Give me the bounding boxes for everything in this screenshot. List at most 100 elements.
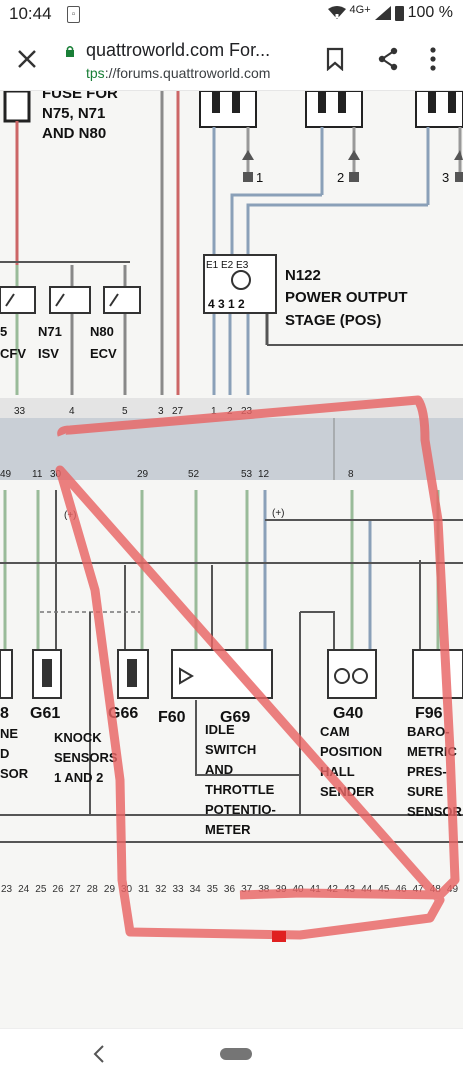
valve-a-desc: CFV bbox=[0, 346, 26, 361]
bottom-pin-number: 37 bbox=[241, 884, 253, 895]
status-icons: 4G+ 100 % bbox=[327, 4, 453, 22]
g69-desc-3: AND bbox=[205, 762, 233, 777]
knock-label-line1: KNOCK bbox=[54, 730, 102, 745]
back-icon[interactable] bbox=[92, 1044, 106, 1064]
svg-text:53: 53 bbox=[241, 469, 253, 480]
svg-text:33: 33 bbox=[14, 406, 26, 417]
n122-pins-top: E1 E2 E3 bbox=[206, 260, 249, 271]
bottom-pin-number: 46 bbox=[395, 884, 407, 895]
f60-label: F60 bbox=[158, 709, 186, 726]
n122-desc-line1: POWER OUTPUT bbox=[285, 289, 408, 306]
status-time: 10:44 bbox=[9, 4, 52, 23]
f96-label: F96 bbox=[415, 705, 443, 722]
g69-desc-5: POTENTIO- bbox=[205, 802, 276, 817]
valve-a-code: 5 bbox=[0, 324, 7, 339]
svg-text:29: 29 bbox=[137, 469, 149, 480]
svg-text:52: 52 bbox=[188, 469, 200, 480]
bottom-pin-number: 28 bbox=[87, 884, 99, 895]
bottom-pin-number: 34 bbox=[190, 884, 202, 895]
url-domain: ://forums.quattroworld.com bbox=[104, 65, 271, 81]
f96-desc-2: METRIC bbox=[407, 744, 457, 759]
sensor-left-desc3: SOR bbox=[0, 766, 29, 781]
g40-label: G40 bbox=[333, 705, 363, 722]
connector-blocks bbox=[3, 91, 463, 128]
close-icon[interactable] bbox=[16, 48, 38, 70]
bottom-pin-number: 47 bbox=[413, 884, 425, 895]
svg-text:3: 3 bbox=[158, 406, 164, 417]
n122-desc-line2: STAGE (POS) bbox=[285, 312, 381, 329]
fuse-label-line2: N75, N71 bbox=[42, 105, 105, 122]
network-type: 4G+ bbox=[349, 4, 371, 16]
sensor-left-desc1: NE bbox=[0, 726, 18, 741]
connector-pin-3: 3 bbox=[442, 170, 449, 185]
svg-text:12: 12 bbox=[258, 469, 270, 480]
battery-icon bbox=[394, 5, 404, 21]
browser-toolbar: quattroworld.com For... tps://forums.qua… bbox=[0, 30, 463, 91]
polarity-mark-2: (+) bbox=[272, 508, 285, 519]
g40-desc-1: CAM bbox=[320, 724, 350, 739]
valve-symbols bbox=[0, 286, 141, 314]
battery-level: 100 % bbox=[407, 4, 453, 21]
g61-label: G61 bbox=[30, 705, 60, 722]
sim-card-icon: ▫ bbox=[67, 6, 80, 23]
f96-desc-4: SURE bbox=[407, 784, 443, 799]
wiring-diagram-image: FUSE FOR N75, N71 AND N80 1 2 3 bbox=[0, 91, 463, 1028]
bottom-pin-number: 29 bbox=[104, 884, 116, 895]
valve-b-code: N71 bbox=[38, 324, 62, 339]
bottom-pin-number: 36 bbox=[224, 884, 236, 895]
fuse-label-line1: FUSE FOR bbox=[42, 91, 118, 102]
bookmark-icon[interactable] bbox=[326, 47, 344, 71]
valve-c-code: N80 bbox=[90, 324, 114, 339]
bottom-pin-number: 31 bbox=[138, 884, 150, 895]
svg-text:5: 5 bbox=[122, 406, 128, 417]
home-button[interactable] bbox=[220, 1048, 252, 1060]
page-title[interactable]: quattroworld.com For... bbox=[86, 40, 271, 60]
fuse-label-line3: AND N80 bbox=[42, 125, 106, 142]
wifi-icon bbox=[327, 6, 346, 19]
svg-text:11: 11 bbox=[32, 469, 43, 480]
bottom-pin-number: 35 bbox=[207, 884, 219, 895]
bottom-pin-number: 38 bbox=[258, 884, 270, 895]
valve-b-desc: ISV bbox=[38, 346, 59, 361]
svg-text:30: 30 bbox=[50, 469, 62, 480]
svg-text:4: 4 bbox=[69, 406, 75, 417]
lock-icon bbox=[66, 46, 74, 57]
f96-desc-3: PRES- bbox=[407, 764, 447, 779]
url-text[interactable]: tps://forums.quattroworld.com bbox=[86, 65, 270, 81]
sensor-left-code: 8 bbox=[0, 705, 9, 722]
n122-block bbox=[203, 254, 277, 314]
n122-pins-bottom: 4 3 1 2 bbox=[208, 297, 245, 311]
svg-text:49: 49 bbox=[0, 469, 12, 480]
g69-desc-4: THROTTLE bbox=[205, 782, 275, 797]
sensor-left-desc2: D bbox=[0, 746, 9, 761]
red-highlight-annotation bbox=[55, 395, 460, 940]
url-scheme: tps bbox=[86, 65, 105, 81]
g40-desc-2: POSITION bbox=[320, 744, 382, 759]
more-options-icon[interactable] bbox=[430, 46, 436, 72]
status-bar: 10:44 ▫ 4G+ 100 % bbox=[0, 0, 463, 30]
svg-text:8: 8 bbox=[348, 469, 354, 480]
svg-text:1: 1 bbox=[211, 406, 217, 417]
bottom-pin-number: 49 bbox=[447, 884, 459, 895]
bottom-pin-number: 26 bbox=[52, 884, 64, 895]
red-mark bbox=[272, 931, 286, 942]
g69-desc-2: SWITCH bbox=[205, 742, 256, 757]
bottom-pin-number: 25 bbox=[35, 884, 47, 895]
n122-code: N122 bbox=[285, 267, 321, 284]
knock-label-line2: SENSORS bbox=[54, 750, 118, 765]
bottom-pin-number: 33 bbox=[173, 884, 185, 895]
share-icon[interactable] bbox=[377, 47, 399, 71]
g69-desc-6: METER bbox=[205, 822, 251, 837]
svg-text:2: 2 bbox=[227, 406, 233, 417]
bottom-pin-number: 27 bbox=[70, 884, 82, 895]
f96-desc-1: BARO- bbox=[407, 724, 450, 739]
connector-pin-2: 2 bbox=[337, 170, 344, 185]
g69-label: G69 bbox=[220, 709, 250, 726]
svg-text:27: 27 bbox=[172, 406, 184, 417]
terminal-markers bbox=[242, 150, 463, 182]
bus-bottom-pin-labels: 49 11 30 29 52 53 12 8 bbox=[0, 469, 354, 480]
bottom-pin-number: 45 bbox=[378, 884, 390, 895]
valve-c-desc: ECV bbox=[90, 346, 117, 361]
g69-desc-1: IDLE bbox=[205, 722, 235, 737]
bottom-pin-number: 32 bbox=[155, 884, 167, 895]
